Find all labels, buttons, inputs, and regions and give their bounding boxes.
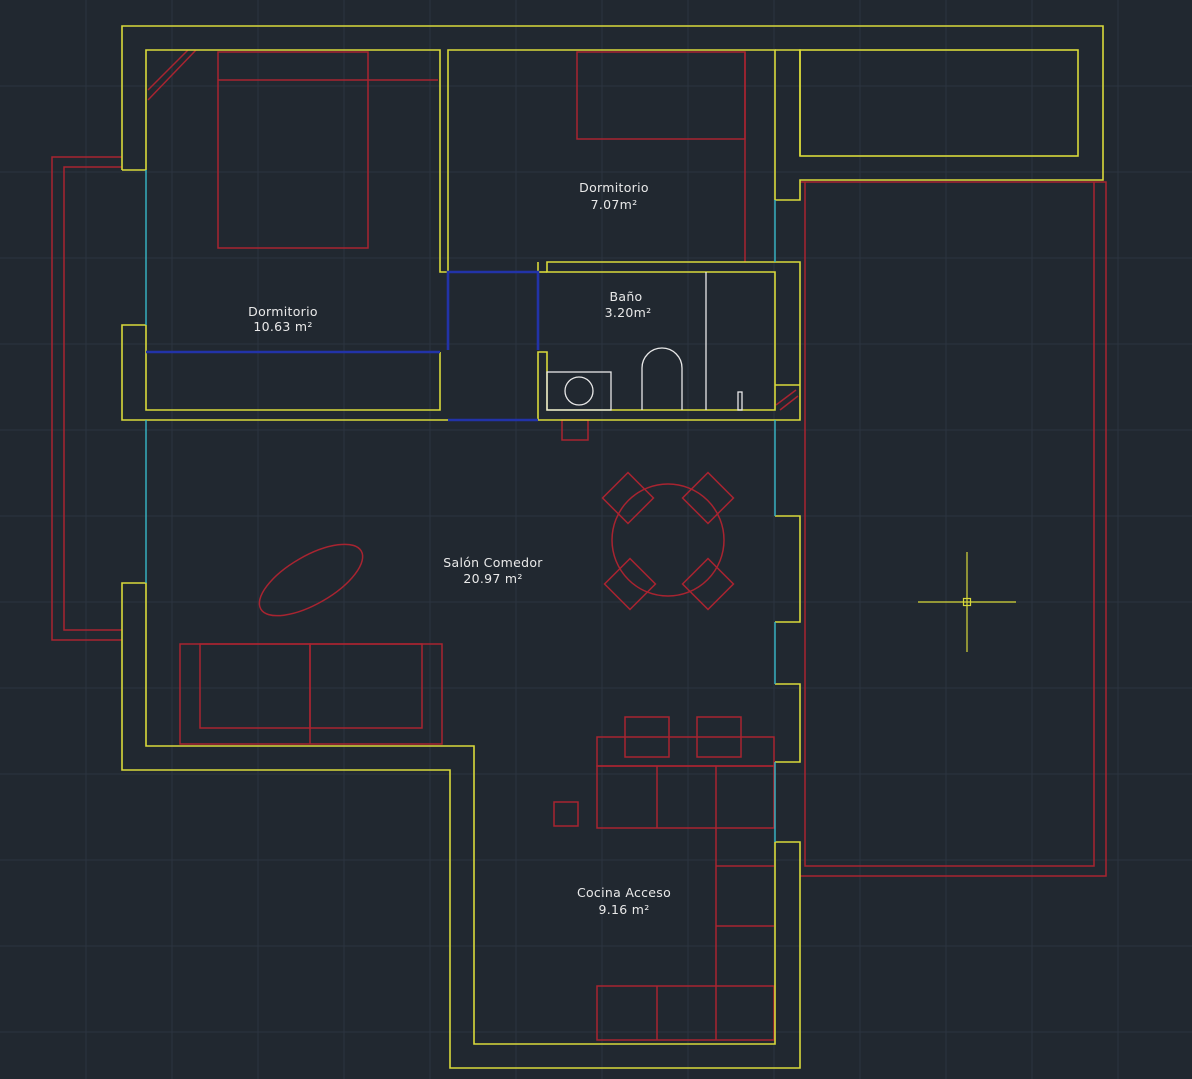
dining-chair: [681, 557, 735, 611]
furniture-layer: [51, 49, 1107, 1041]
toilet: [641, 347, 683, 410]
windows-layer: [145, 170, 776, 842]
crosshair-cursor-icon[interactable]: [918, 552, 1016, 652]
bathroom-fixtures: [546, 272, 743, 411]
left-balcony: [51, 156, 122, 641]
right-terrace: [800, 181, 1107, 877]
room-labels: Dormitorio 10.63 m² Dormitorio 7.07m² Ba…: [248, 180, 671, 917]
washbasin: [546, 371, 612, 411]
room-name: Salón Comedor: [443, 555, 543, 570]
room-name: Dormitorio: [248, 304, 318, 319]
dining-chair: [603, 557, 657, 611]
room-area: 20.97 m²: [463, 571, 522, 586]
top-right-closet: [799, 49, 1079, 157]
kitchen-counter: [596, 765, 775, 829]
room-name: Baño: [609, 289, 642, 304]
exterior-wall-top: [121, 25, 1104, 201]
room-area: 3.20m²: [605, 305, 652, 320]
room-area: 10.63 m²: [253, 319, 312, 334]
sofa: [179, 643, 443, 745]
dining-table: [611, 483, 725, 597]
room-name: Dormitorio: [579, 180, 649, 195]
walls-layer: [121, 25, 1104, 1069]
room-area: 9.16 m²: [598, 902, 649, 917]
room-area: 7.07m²: [591, 197, 638, 212]
dining-chair: [681, 471, 735, 525]
doors-layer: [146, 270, 540, 422]
room-name: Cocina Acceso: [577, 885, 671, 900]
dining-chair: [601, 471, 655, 525]
door-opening: [446, 270, 540, 350]
double-bed: [217, 51, 369, 249]
washbasin-bowl: [564, 376, 594, 406]
bathroom-wall: [537, 261, 801, 421]
coffee-table: [258, 543, 364, 617]
